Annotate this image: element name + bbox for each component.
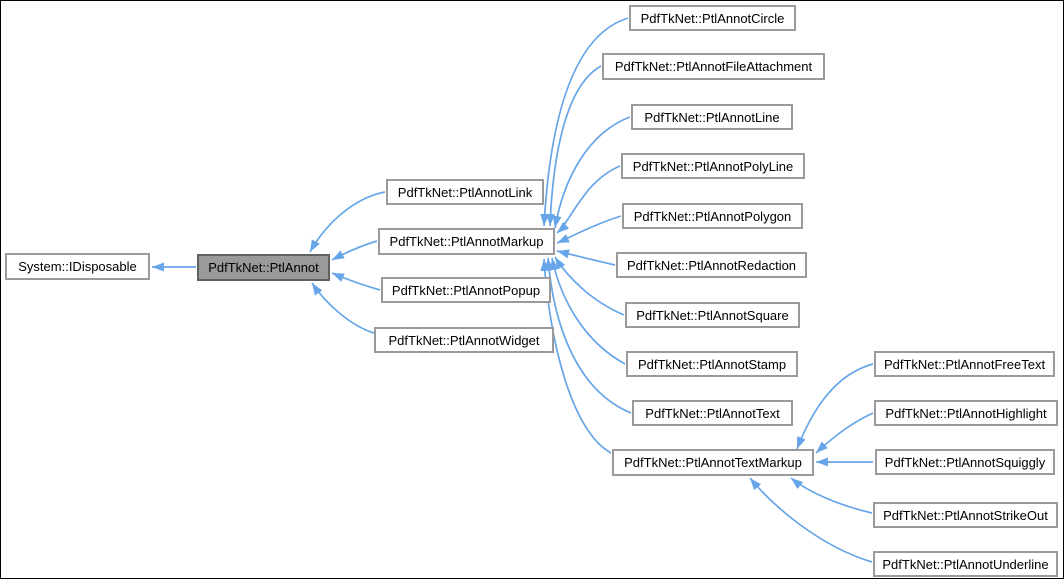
class-node-ptlannothighlight[interactable]: PdfTkNet::PtlAnnotHighlight [874,400,1058,426]
class-node-ptlannotpopup[interactable]: PdfTkNet::PtlAnnotPopup [381,277,551,303]
class-node-ptlannotline[interactable]: PdfTkNet::PtlAnnotLine [631,104,793,130]
edge-polygon-to-markup [556,215,622,244]
edge-popup-to-ptlannot [331,272,381,291]
edge-highlight-to-textmarkup [815,412,874,454]
edge-square-to-markup [554,256,625,316]
edge-freetext-to-textmarkup [796,363,874,450]
class-node-ptlannot-current: PdfTkNet::PtlAnnot [197,254,330,281]
class-node-ptlannottext[interactable]: PdfTkNet::PtlAnnotText [632,400,793,426]
class-node-ptlannotredaction[interactable]: PdfTkNet::PtlAnnotRedaction [616,252,807,278]
class-node-system-idisposable[interactable]: System::IDisposable [5,253,150,280]
edge-stamp-to-markup [550,257,626,365]
class-node-ptlannotwidget[interactable]: PdfTkNet::PtlAnnotWidget [374,327,554,353]
class-node-ptlannotsquare[interactable]: PdfTkNet::PtlAnnotSquare [625,302,800,328]
class-node-ptlannotmarkup[interactable]: PdfTkNet::PtlAnnotMarkup [378,228,555,255]
class-node-ptlannotpolygon[interactable]: PdfTkNet::PtlAnnotPolygon [622,203,803,229]
class-node-ptlannotfileattachment[interactable]: PdfTkNet::PtlAnnotFileAttachment [602,53,825,80]
edge-textmarkup-to-markup [540,258,612,454]
edge-link-to-ptlannot [309,191,386,253]
class-node-ptlannotfreetext[interactable]: PdfTkNet::PtlAnnotFreeText [874,351,1055,377]
edge-line-to-markup [552,116,631,229]
edge-widget-to-ptlannot [311,282,375,334]
edge-markup-to-ptlannot [331,240,378,261]
edge-underline-to-textmarkup [749,477,873,563]
class-node-ptlannotstrikeout[interactable]: PdfTkNet::PtlAnnotStrikeOut [873,502,1058,528]
class-node-ptlannotsquiggly[interactable]: PdfTkNet::PtlAnnotSquiggly [875,449,1055,475]
edge-redaction-to-markup [556,249,616,266]
class-node-ptlannottextmarkup[interactable]: PdfTkNet::PtlAnnotTextMarkup [612,449,814,476]
class-node-ptlannotunderline[interactable]: PdfTkNet::PtlAnnotUnderline [873,551,1058,577]
edge-fileattachment-to-markup [545,65,602,227]
edge-strikeout-to-textmarkup [790,477,873,514]
class-node-ptlannotlink[interactable]: PdfTkNet::PtlAnnotLink [386,179,544,205]
class-node-ptlannotstamp[interactable]: PdfTkNet::PtlAnnotStamp [626,351,798,377]
edge-polyline-to-markup [556,165,621,234]
edge-circle-to-markup [540,17,629,227]
class-node-ptlannotpolyline[interactable]: PdfTkNet::PtlAnnotPolyLine [621,153,805,179]
class-node-ptlannotcircle[interactable]: PdfTkNet::PtlAnnotCircle [629,5,796,31]
